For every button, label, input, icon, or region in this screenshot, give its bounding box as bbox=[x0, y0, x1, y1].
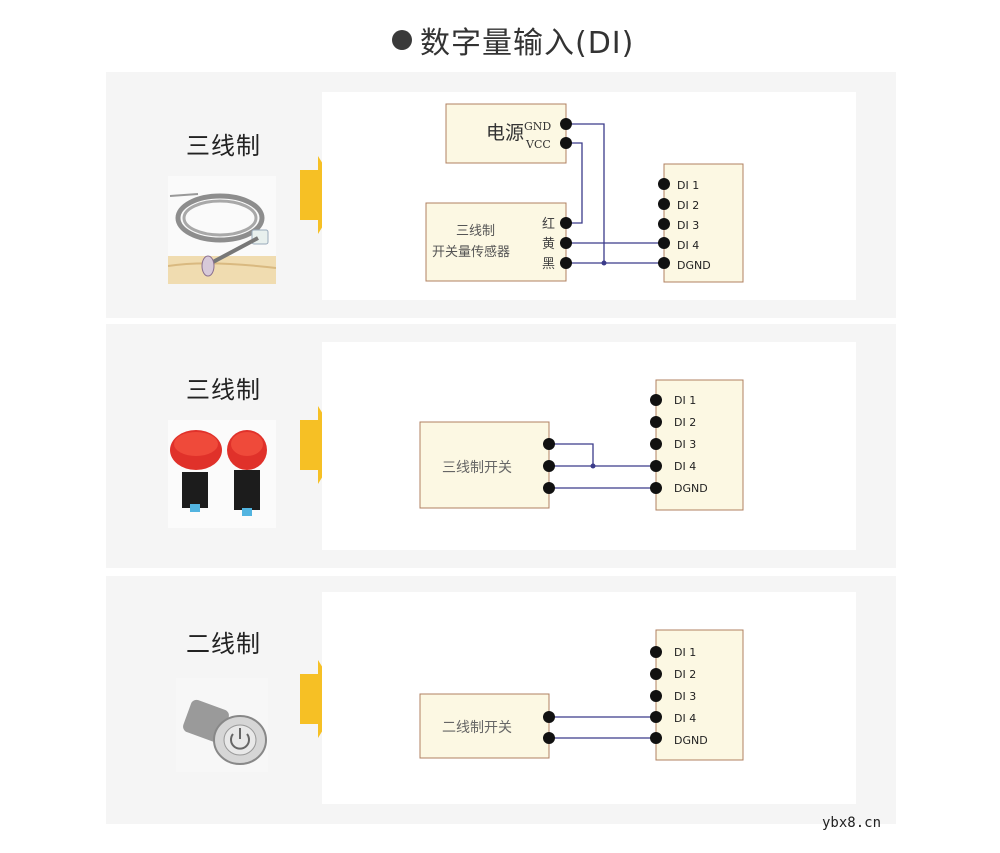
terminal-dots bbox=[560, 118, 670, 269]
two-wire-switch-box: 二线制开关 bbox=[419, 693, 550, 759]
three-wire-sensor-box: 三线制 开关量传感器 红 黄 黑 bbox=[425, 202, 567, 282]
svg-text:DI 1: DI 1 bbox=[674, 646, 696, 659]
three-wire-switch-box: 三线制开关 bbox=[419, 421, 550, 509]
svg-text:电源: 电源 bbox=[486, 122, 524, 144]
bullet-icon bbox=[392, 30, 412, 50]
svg-text:DI 1: DI 1 bbox=[677, 179, 699, 192]
svg-text:DGND: DGND bbox=[674, 482, 708, 495]
watermark: ybx8.cn bbox=[822, 815, 882, 831]
junction-dot bbox=[601, 260, 607, 266]
wiring-diagram-canvas: 电源 GND VCC 三线制 开关量传感器 红 黄 黑 DI 1 DI 2 DI… bbox=[322, 92, 856, 300]
arrow-right-icon bbox=[300, 660, 342, 738]
wiring-diagram-canvas: 三线制开关 DI 1 DI 2 DI 3 DI 4 DGND bbox=[322, 342, 856, 550]
arrow-right-icon bbox=[300, 156, 342, 234]
svg-text:VCC: VCC bbox=[525, 138, 551, 151]
panel-label: 三线制 bbox=[186, 376, 261, 404]
svg-text:DI 3: DI 3 bbox=[674, 438, 696, 451]
proximity-sensor-photo bbox=[168, 176, 276, 284]
svg-text:DGND: DGND bbox=[677, 259, 711, 272]
svg-text:开关量传感器: 开关量传感器 bbox=[432, 244, 510, 260]
svg-text:三线制开关: 三线制开关 bbox=[442, 460, 512, 476]
svg-text:黄: 黄 bbox=[542, 237, 555, 252]
di-terminal-box: DI 1 DI 2 DI 3 DI 4 DGND bbox=[655, 629, 744, 761]
wires bbox=[566, 123, 664, 264]
svg-text:DI 4: DI 4 bbox=[677, 239, 699, 252]
page-title-text: 数字量输入(DI) bbox=[420, 26, 635, 61]
emergency-stop-button-photo bbox=[168, 420, 276, 528]
di-terminal-box: DI 1 DI 2 DI 3 DI 4 DGND bbox=[663, 163, 744, 283]
arrow-right-icon bbox=[300, 406, 342, 484]
svg-text:DI 3: DI 3 bbox=[677, 219, 699, 232]
svg-text:GND: GND bbox=[524, 120, 551, 133]
svg-text:DI 4: DI 4 bbox=[674, 460, 696, 473]
svg-text:三线制: 三线制 bbox=[456, 224, 495, 239]
panel-two-wire-switch: 二线制 二线制开关 DI 1 DI 2 DI 3 DI 4 DGND bbox=[106, 576, 896, 824]
svg-text:DI 2: DI 2 bbox=[674, 416, 696, 429]
panel-three-wire-switch: 三线制 三线制开关 DI 1 DI 2 DI 3 bbox=[106, 324, 896, 568]
di-terminal-box: DI 1 DI 2 DI 3 DI 4 DGND bbox=[655, 379, 744, 511]
metal-push-button-photo bbox=[176, 678, 268, 772]
power-supply-box: 电源 GND VCC bbox=[445, 103, 567, 164]
wires bbox=[549, 716, 656, 739]
svg-text:DGND: DGND bbox=[674, 734, 708, 747]
svg-text:DI 3: DI 3 bbox=[674, 690, 696, 703]
panel-label: 二线制 bbox=[186, 630, 261, 658]
panel-three-wire-sensor: 三线制 电源 GND VCC 三线 bbox=[106, 72, 896, 318]
svg-text:DI 4: DI 4 bbox=[674, 712, 696, 725]
svg-text:二线制开关: 二线制开关 bbox=[442, 720, 512, 736]
svg-text:红: 红 bbox=[542, 216, 555, 232]
svg-text:DI 1: DI 1 bbox=[674, 394, 696, 407]
terminal-dots bbox=[543, 646, 662, 744]
page-title: 数字量输入(DI) bbox=[392, 20, 635, 61]
wires bbox=[549, 443, 656, 489]
panel-label: 三线制 bbox=[186, 132, 261, 160]
wiring-diagram-canvas: 二线制开关 DI 1 DI 2 DI 3 DI 4 DGND bbox=[322, 592, 856, 804]
svg-text:DI 2: DI 2 bbox=[674, 668, 696, 681]
svg-text:DI 2: DI 2 bbox=[677, 199, 699, 212]
junction-dot bbox=[590, 463, 596, 469]
svg-text:黑: 黑 bbox=[542, 257, 555, 272]
terminal-dots bbox=[543, 394, 662, 494]
